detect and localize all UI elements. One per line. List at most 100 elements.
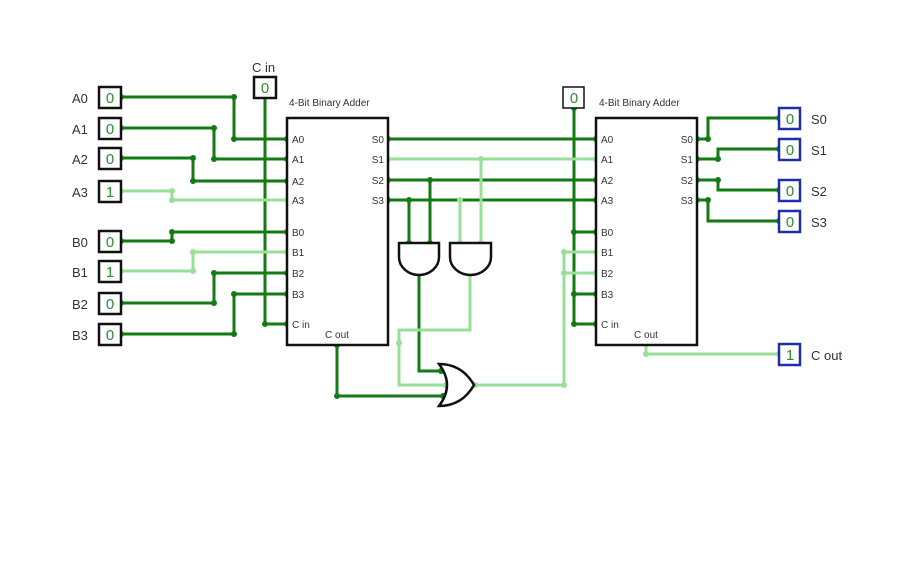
adder-1-pin-s2: S2	[372, 176, 385, 187]
wire-b2	[121, 271, 287, 305]
adder-1-pin-a1: A1	[292, 155, 305, 166]
and-gate-2[interactable]	[448, 241, 493, 277]
input-labels: A0 A1 A2 A3 B0 B1 B2 B3 C in	[72, 60, 275, 343]
output-s0: 0 S0	[777, 106, 827, 131]
or-gate[interactable]	[436, 362, 476, 408]
label-b3: B3	[72, 328, 88, 343]
output-s3: 0 S3	[777, 209, 827, 234]
adder-1-pin-s1: S1	[372, 155, 385, 166]
adder-2-pin-s1: S1	[681, 155, 694, 166]
label-a2: A2	[72, 152, 88, 167]
wire-cout2	[644, 345, 779, 356]
adder-2[interactable]: 4-Bit Binary Adder A0 A1 A2 A3 B0 B1 B2 …	[594, 98, 699, 347]
output-cout-label: C out	[811, 348, 842, 363]
adder-1-pin-s0: S0	[372, 135, 385, 146]
output-s0-value: 0	[786, 111, 794, 128]
label-a1: A1	[72, 122, 88, 137]
output-s2: 0 S2	[777, 178, 827, 203]
adder-1-pin-b2: B2	[292, 269, 305, 280]
switch-a0[interactable]: 0	[97, 85, 123, 110]
label-cin: C in	[252, 60, 275, 75]
adder-2-pin-s2: S2	[681, 176, 694, 187]
wire-out-s0	[697, 116, 779, 141]
switch-a1[interactable]: 0	[97, 116, 123, 141]
adder-1-pin-b3: B3	[292, 290, 305, 301]
output-s1-label: S1	[811, 143, 827, 158]
switch-b0-value: 0	[106, 234, 114, 251]
switch-a3-value: 1	[106, 184, 114, 201]
wire-a0	[121, 95, 287, 141]
adder-1[interactable]: 4-Bit Binary Adder A0 A1 A2 A3 B0 B1 B2 …	[285, 98, 390, 347]
adder-1-title: 4-Bit Binary Adder	[289, 98, 370, 109]
wire-out-s1	[697, 147, 779, 161]
switch-b3-value: 0	[106, 327, 114, 344]
input-switches: 0 0 0 1 0 1 0 0	[97, 75, 585, 347]
switch-a3[interactable]: 1	[97, 179, 123, 204]
adder-1-pin-cout: C out	[325, 330, 349, 341]
switch-cin[interactable]: 0	[252, 75, 278, 100]
adder-2-pin-b1: B1	[601, 248, 614, 259]
adder-2-pin-b3: B3	[601, 290, 614, 301]
switch-a2[interactable]: 0	[97, 146, 123, 171]
adder-2-pin-a0: A0	[601, 135, 614, 146]
switch-b1-value: 1	[106, 264, 114, 281]
adder-2-pin-cin: C in	[601, 320, 619, 331]
output-s1: 0 S1	[777, 137, 827, 162]
label-b2: B2	[72, 297, 88, 312]
wire-out-s2	[697, 178, 779, 192]
wire-and1-or	[417, 271, 441, 373]
adder-1-pin-b0: B0	[292, 228, 305, 239]
adder-2-pin-s3: S3	[681, 196, 694, 207]
output-s0-label: S0	[811, 112, 827, 127]
output-displays: 0 S0 0 S1 0 S2 0 S3 1 C out	[777, 106, 842, 367]
adder-2-pin-b0: B0	[601, 228, 614, 239]
label-a0: A0	[72, 91, 88, 106]
adder-1-pin-a0: A0	[292, 135, 305, 146]
adder-2-body	[594, 116, 699, 347]
wire-out-s3	[697, 198, 779, 223]
wire-b0	[121, 230, 287, 243]
output-s3-label: S3	[811, 215, 827, 230]
adder-2-pin-b2: B2	[601, 269, 614, 280]
adder-1-pin-a2: A2	[292, 177, 305, 188]
constant-zero-value: 0	[570, 90, 578, 107]
adder-2-pin-cout: C out	[634, 330, 658, 341]
switch-b1[interactable]: 1	[97, 259, 123, 284]
and-gate-1[interactable]	[397, 241, 441, 277]
output-s3-value: 0	[786, 214, 794, 231]
adder-1-pin-cin: C in	[292, 320, 310, 331]
switch-b3[interactable]: 0	[97, 322, 123, 347]
constant-zero-input[interactable]: 0	[562, 86, 585, 109]
adder-2-pin-a3: A3	[601, 196, 614, 207]
adder-2-pin-s0: S0	[681, 135, 694, 146]
adder-2-pin-a1: A1	[601, 155, 614, 166]
adder-2-pin-a2: A2	[601, 176, 614, 187]
switch-cin-value: 0	[261, 80, 269, 97]
switch-b0[interactable]: 0	[97, 229, 123, 254]
output-s1-value: 0	[786, 142, 794, 159]
adder-1-body	[285, 116, 390, 347]
wire-b1	[121, 250, 287, 273]
wire-b3	[121, 292, 287, 336]
label-b0: B0	[72, 235, 88, 250]
switch-a1-value: 0	[106, 121, 114, 138]
wire-and2-or	[397, 271, 472, 387]
output-s2-label: S2	[811, 184, 827, 199]
switch-a0-value: 0	[106, 90, 114, 107]
wire-a3	[121, 189, 287, 202]
switch-b2-value: 0	[106, 296, 114, 313]
adder-1-pin-s3: S3	[372, 196, 385, 207]
label-a3: A3	[72, 185, 88, 200]
output-s2-value: 0	[786, 183, 794, 200]
label-b1: B1	[72, 265, 88, 280]
wire-a1	[121, 126, 287, 161]
switch-a2-value: 0	[106, 151, 114, 168]
wire-cin	[263, 98, 287, 326]
adder-1-pin-a3: A3	[292, 196, 305, 207]
wire-a2	[121, 156, 287, 183]
switch-b2[interactable]: 0	[97, 291, 123, 316]
wire-or-out	[475, 250, 596, 387]
adder-2-title: 4-Bit Binary Adder	[599, 98, 680, 109]
adder-1-pin-b1: B1	[292, 248, 305, 259]
